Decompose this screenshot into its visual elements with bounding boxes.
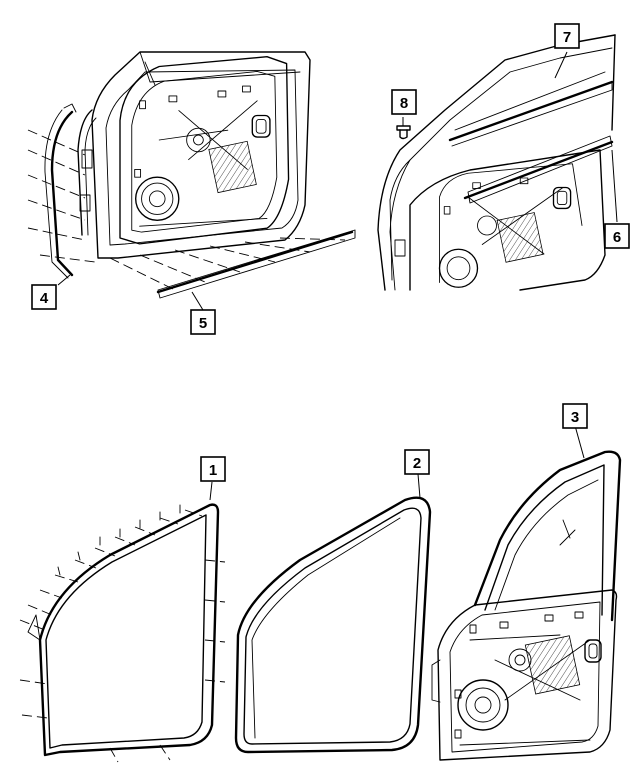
callout-6: 6 [604,223,630,249]
leader-4 [57,274,71,286]
callout-3: 3 [562,403,588,429]
door-seal-part-2 [234,496,432,754]
weatherstrip-part-1 [19,503,226,763]
svg-text:1: 1 [209,462,217,479]
door-assembly-top-left [27,51,356,299]
leader-6 [611,149,618,223]
door-assembly-top-right [377,34,616,291]
leader-5 [191,291,204,311]
svg-text:4: 4 [40,290,49,307]
svg-text:7: 7 [563,29,571,46]
leader-2 [417,473,421,499]
callout-2: 2 [404,449,430,475]
callout-1: 1 [200,456,226,482]
clip-part-8 [396,125,411,140]
svg-text:3: 3 [571,409,579,426]
svg-text:8: 8 [400,95,408,112]
svg-text:6: 6 [613,229,621,246]
callout-5: 5 [190,309,216,335]
door-assembly-part-3 [431,450,622,761]
svg-text:2: 2 [413,455,421,472]
leader-7 [554,51,568,79]
callout-8: 8 [391,89,417,115]
svg-text:5: 5 [199,315,207,332]
callout-7: 7 [554,23,580,49]
leader-1 [209,481,213,501]
callout-4: 4 [31,284,57,310]
